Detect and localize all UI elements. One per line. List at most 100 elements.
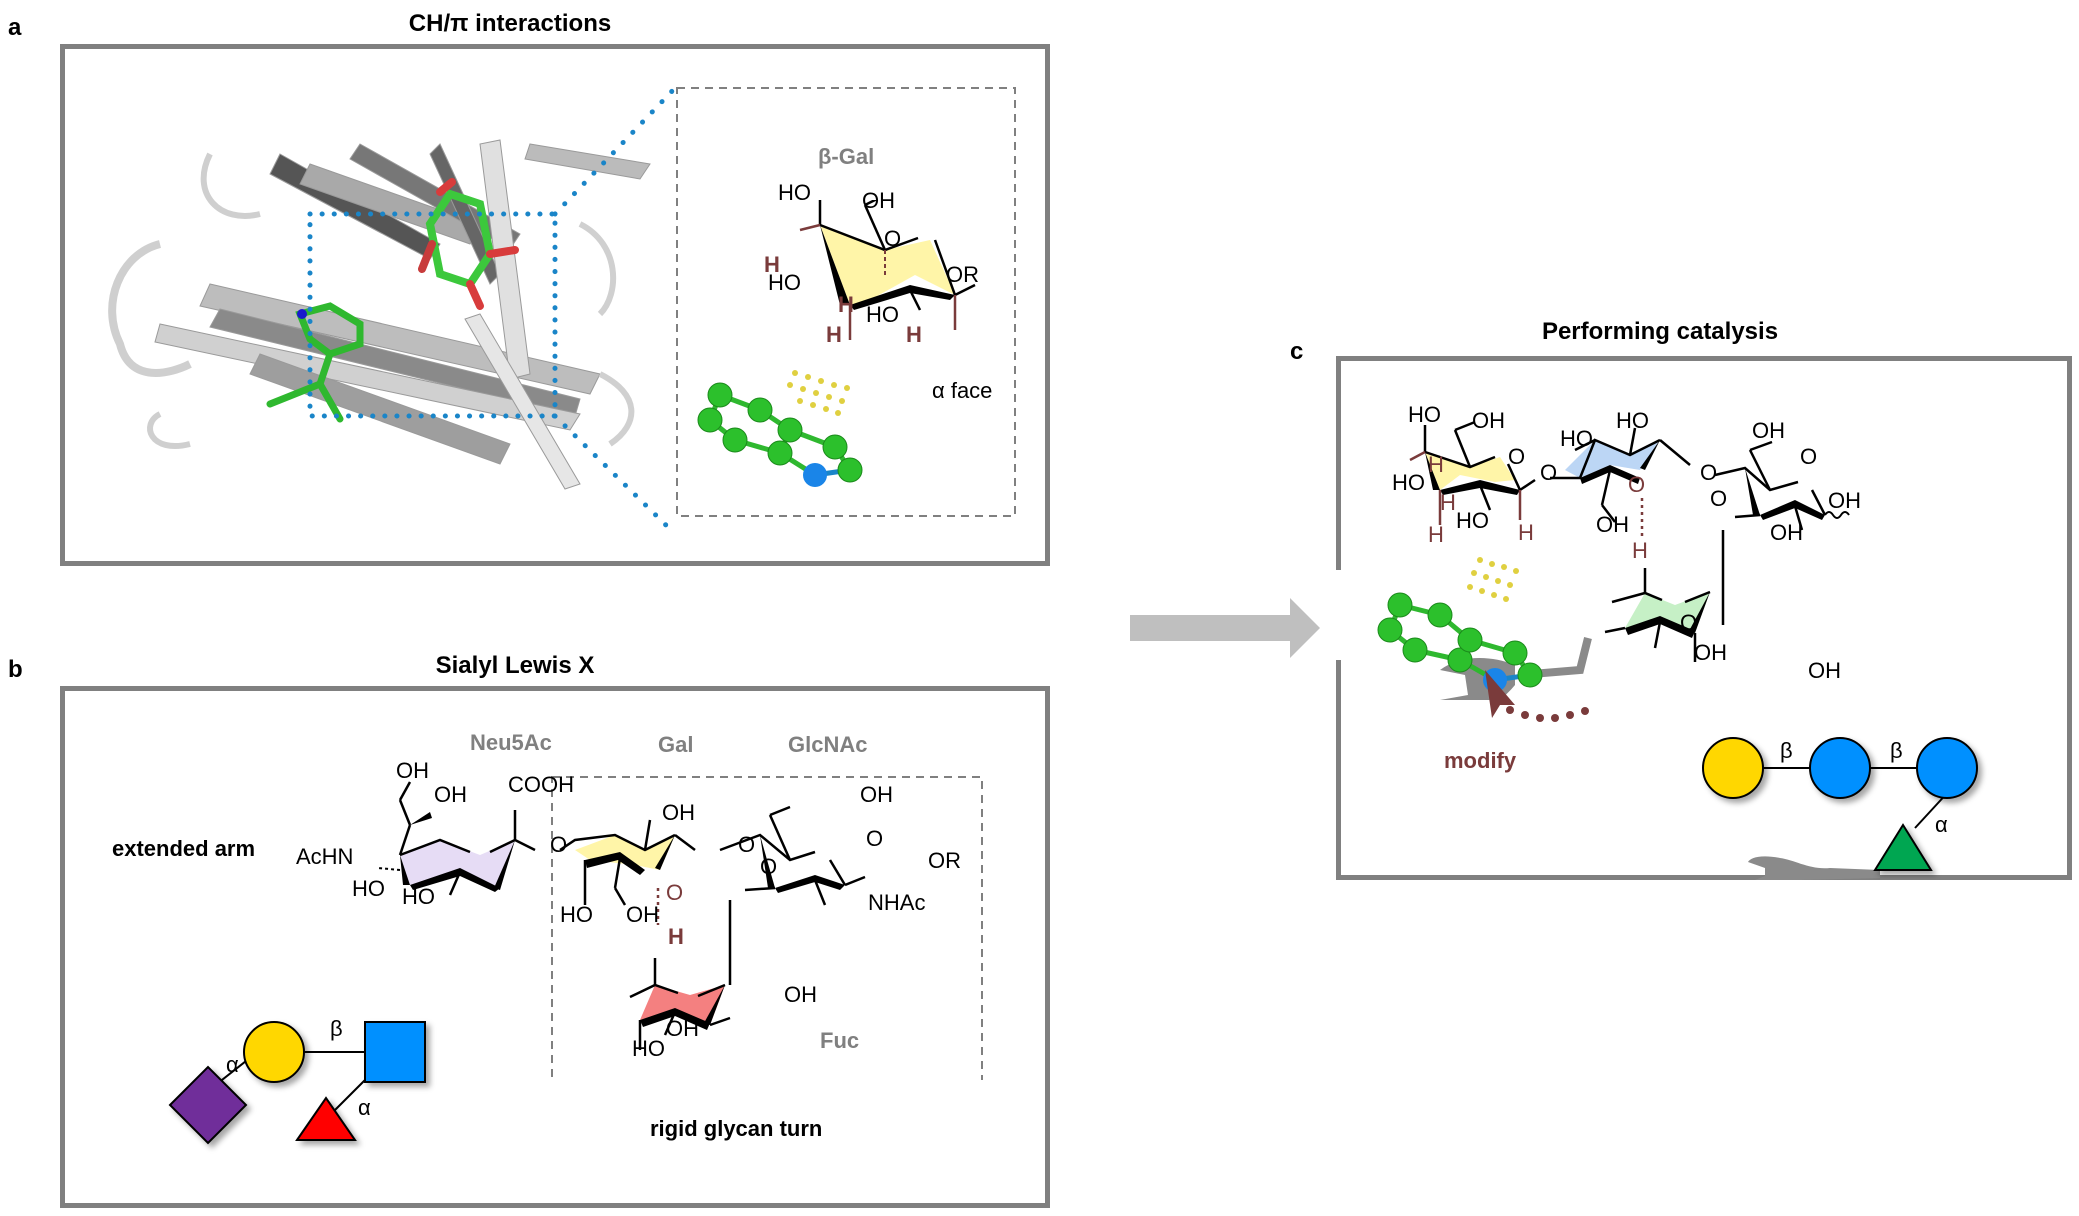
fuc-triangle bbox=[295, 1096, 357, 1141]
atom-o-link: O bbox=[760, 854, 778, 879]
glc-reducing-circle bbox=[1916, 737, 1978, 799]
glcnac-square bbox=[364, 1021, 426, 1083]
tryptophan-residue bbox=[266, 302, 364, 423]
panel-a-frame bbox=[60, 44, 1050, 566]
atom-h: H bbox=[1440, 490, 1456, 515]
rigid-turn-label: rigid glycan turn bbox=[650, 1116, 823, 1141]
panel-c-frame-left-top bbox=[1336, 356, 1341, 570]
residue-neu5ac: Neu5Ac bbox=[470, 730, 552, 755]
rigid-turn-box bbox=[551, 776, 983, 1080]
residue-fuc: Fuc bbox=[820, 1028, 860, 1053]
atom-h-3: H bbox=[838, 292, 854, 317]
atom-ring-o: O bbox=[1508, 444, 1526, 469]
atom-o-link: O bbox=[550, 832, 568, 857]
panel-b-frame bbox=[60, 686, 1050, 1208]
alpha-label: α bbox=[226, 1052, 239, 1077]
transition-arrow bbox=[1130, 598, 1320, 658]
atom-o-link: O bbox=[1700, 460, 1718, 485]
gal-circle bbox=[243, 1021, 305, 1083]
atom-h: H bbox=[1428, 452, 1444, 477]
carbon-atoms bbox=[697, 382, 863, 483]
atom-o-link: O bbox=[1680, 610, 1698, 635]
atom-h-hbond: H bbox=[668, 924, 684, 949]
extended-arm-label: extended arm bbox=[112, 836, 256, 861]
panel-a-letter: a bbox=[8, 14, 22, 41]
atom-oh: OH bbox=[396, 758, 429, 783]
inset-box bbox=[676, 87, 1016, 517]
alpha-label: α bbox=[1935, 812, 1948, 837]
atom-or: OR bbox=[946, 262, 979, 287]
panel-b-title: Sialyl Lewis X bbox=[435, 652, 595, 679]
link-fuc-glcnac bbox=[329, 1079, 366, 1116]
atom-ho-top: HO bbox=[778, 180, 811, 205]
gal-circle bbox=[1702, 737, 1764, 799]
zoom-line-bottom bbox=[552, 413, 678, 537]
atom-ho: HO bbox=[1456, 508, 1489, 533]
beta-gal-structure bbox=[799, 200, 976, 340]
residue-glcnac: GlcNAc bbox=[788, 732, 868, 757]
atom-oh-top: OH bbox=[862, 188, 895, 213]
atom-ho: HO bbox=[1408, 402, 1441, 427]
atom-ho: HO bbox=[1392, 470, 1425, 495]
atom-achn: AcHN bbox=[296, 844, 354, 869]
atom-oh: OH bbox=[626, 902, 659, 927]
atom-oh: OH bbox=[434, 782, 467, 807]
atom-oh: OH bbox=[1770, 520, 1803, 545]
atom-ho-left: HO bbox=[768, 270, 801, 295]
panel-c-frame bbox=[1336, 356, 2072, 880]
atom-o-link: O bbox=[738, 832, 756, 857]
atom-oh: OH bbox=[1596, 512, 1629, 537]
snfg-catalysis: β β α bbox=[1702, 737, 1978, 880]
beta-label: β bbox=[330, 1016, 343, 1041]
atom-ho: HO bbox=[1560, 426, 1593, 451]
atom-ho-bottom: HO bbox=[866, 302, 899, 327]
atom-oh: OH bbox=[666, 1016, 699, 1041]
atom-or: OR bbox=[928, 848, 961, 873]
wrench-icon bbox=[1748, 856, 1880, 880]
panel-c-letter: c bbox=[1290, 338, 1304, 365]
atom-o-hbond: O bbox=[666, 880, 684, 905]
atom-h-2: H bbox=[826, 322, 842, 347]
protein-ribbons bbox=[108, 139, 651, 490]
protein-structure bbox=[108, 85, 1016, 537]
atom-h-hbond: H bbox=[1632, 538, 1648, 563]
atom-ho: HO bbox=[632, 1036, 665, 1061]
atom-oh: OH bbox=[1828, 488, 1861, 513]
atom-cooh: COOH bbox=[508, 772, 574, 797]
modify-label: modify bbox=[1444, 748, 1517, 773]
atom-ho: HO bbox=[352, 876, 385, 901]
neu5ac-diamond bbox=[168, 1065, 248, 1145]
beta-label: β bbox=[1780, 738, 1793, 763]
sialyl-lewis-x-structure bbox=[377, 776, 983, 1080]
indole-model-catalysis bbox=[1377, 557, 1543, 692]
atom-h: H bbox=[1518, 520, 1534, 545]
atom-oh: OH bbox=[1752, 418, 1785, 443]
fuc-triangle bbox=[1873, 823, 1933, 871]
atom-o-link: O bbox=[1540, 460, 1558, 485]
atom-oh: OH bbox=[662, 800, 695, 825]
ch-pi-dots bbox=[787, 370, 850, 416]
alpha-face-label: α face bbox=[932, 378, 993, 403]
panel-c-title: Performing catalysis bbox=[1541, 318, 1779, 345]
atom-o-hbond: O bbox=[1628, 472, 1646, 497]
nitrogen-atom bbox=[803, 463, 827, 487]
zoom-line-top bbox=[552, 85, 678, 217]
atom-oh: OH bbox=[860, 782, 893, 807]
atom-ring-o: O bbox=[866, 826, 884, 851]
atom-nhac: NHAc bbox=[868, 890, 926, 915]
atom-oh: OH bbox=[1472, 408, 1505, 433]
atom-ho: HO bbox=[402, 884, 435, 909]
atom-ho: HO bbox=[560, 902, 593, 927]
panel-c-frame-left-bottom bbox=[1336, 660, 1341, 880]
ch-pi-dots bbox=[1467, 557, 1519, 602]
panel-b-letter: b bbox=[8, 656, 23, 683]
atom-ring-o: O bbox=[884, 226, 902, 251]
beta-label: β bbox=[1890, 738, 1903, 763]
atom-oh: OH bbox=[1694, 640, 1727, 665]
alpha-label: α bbox=[358, 1095, 371, 1120]
atom-oh: OH bbox=[784, 982, 817, 1007]
gal-ring-fill bbox=[820, 225, 955, 305]
modify-arrow bbox=[1485, 670, 1589, 722]
atom-oh: OH bbox=[1808, 658, 1841, 683]
atom-o-link: O bbox=[1710, 486, 1728, 511]
